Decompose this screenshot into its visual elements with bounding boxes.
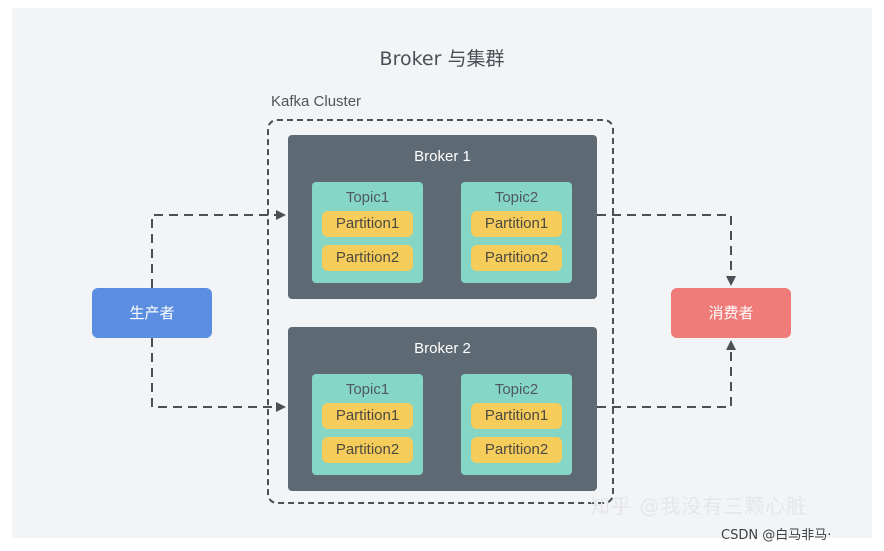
partition: Partition2 xyxy=(322,437,413,463)
topic-title: Topic2 xyxy=(494,381,539,398)
cluster-label: Kafka Cluster xyxy=(271,93,362,110)
partition: Partition1 xyxy=(471,403,562,429)
topic-box: Topic1 Partition1 Partition2 xyxy=(312,374,423,475)
producer-to-broker2-arrow xyxy=(151,338,286,412)
partition: Partition1 xyxy=(322,211,413,237)
consumer-node: 消费者 xyxy=(671,288,791,338)
topic-box: Topic2 Partition1 Partition2 xyxy=(461,374,572,475)
producer-node: 生产者 xyxy=(92,288,212,338)
producer-to-broker1-arrow xyxy=(151,210,286,288)
broker-title: Broker 2 xyxy=(414,340,471,357)
zhihu-watermark: 知乎 @我没有三颗心脏 xyxy=(590,494,808,518)
broker-title: Broker 1 xyxy=(414,148,471,165)
topic-box: Topic1 Partition1 Partition2 xyxy=(312,182,423,283)
diagram-title: Broker 与集群 xyxy=(379,48,505,70)
broker-2: Broker 2 Topic1 Partition1 Partition2 To… xyxy=(288,327,597,491)
topic-title: Topic1 xyxy=(345,189,390,206)
kafka-cluster-boundary xyxy=(267,119,614,504)
csdn-watermark: CSDN @白马非马· xyxy=(721,528,832,543)
partition: Partition2 xyxy=(471,245,562,271)
partition: Partition1 xyxy=(471,211,562,237)
broker2-to-consumer-arrow xyxy=(597,340,736,408)
partition: Partition1 xyxy=(322,403,413,429)
partition: Partition2 xyxy=(322,245,413,271)
topic-title: Topic2 xyxy=(494,189,539,206)
topic-title: Topic1 xyxy=(345,381,390,398)
partition: Partition2 xyxy=(471,437,562,463)
broker-1: Broker 1 Topic1 Partition1 Partition2 To… xyxy=(288,135,597,299)
broker1-to-consumer-arrow xyxy=(597,214,736,286)
topic-box: Topic2 Partition1 Partition2 xyxy=(461,182,572,283)
